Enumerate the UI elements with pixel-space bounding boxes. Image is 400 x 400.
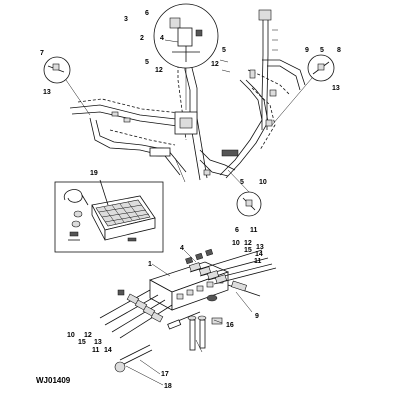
detail-circle-left <box>43 56 91 116</box>
callout-13-upper: 13 <box>256 244 264 251</box>
callout-11-upper: 11 <box>254 258 262 265</box>
callout-15-lower-left: 15 <box>78 339 86 346</box>
upper-plug-row <box>185 248 277 285</box>
callout-15-upper: 15 <box>244 247 252 254</box>
callout-18: 18 <box>164 383 172 390</box>
callout-9-right: 9 <box>305 47 309 54</box>
callout-13-left: 13 <box>43 89 51 96</box>
wiring-harness <box>69 9 306 183</box>
detail-circle-right <box>271 54 335 126</box>
connector-block-assembly <box>99 248 277 386</box>
callout-6-top: 6 <box>145 10 149 17</box>
callout-12-lower-left: 12 <box>84 332 92 339</box>
callout-10-lower-left: 10 <box>67 332 75 339</box>
callout-12-top-right: 12 <box>211 61 219 68</box>
callout-14-lower-left: 14 <box>104 347 112 354</box>
callout-19: 19 <box>90 170 98 177</box>
callout-3-top: 3 <box>124 16 128 23</box>
callout-13-lower-left: 13 <box>94 339 102 346</box>
callout-5-top-left: 5 <box>145 59 149 66</box>
callout-4-top: 4 <box>160 35 164 42</box>
callout-17: 17 <box>161 371 169 378</box>
callout-7: 7 <box>40 50 44 57</box>
callout-10-upper: 10 <box>232 240 240 247</box>
callout-1: 1 <box>148 261 152 268</box>
callout-4: 4 <box>180 245 184 252</box>
callout-10-lower: 10 <box>259 179 267 186</box>
detail-circle-lower-right <box>227 169 262 217</box>
callout-11-lower-left: 11 <box>92 347 100 354</box>
callout-12-top: 12 <box>155 67 163 74</box>
callout-2-top: 2 <box>140 35 144 42</box>
detail-circle-top <box>153 3 219 110</box>
callout-5-right: 5 <box>320 47 324 54</box>
callout-16: 16 <box>226 322 234 329</box>
callout-8: 8 <box>337 47 341 54</box>
callout-5-top-right: 5 <box>222 47 226 54</box>
connector-kit-box <box>54 179 164 253</box>
callout-9-lower: 9 <box>255 313 259 320</box>
callout-12-upper: 12 <box>244 240 252 247</box>
lower-plug-row <box>99 289 173 339</box>
callout-6-lower: 6 <box>235 227 239 234</box>
callout-14-upper: 14 <box>255 251 263 258</box>
figure-id: WJ01409 <box>36 376 71 385</box>
callout-5-lower: 5 <box>240 179 244 186</box>
callouts: 3 6 2 4 5 12 5 12 7 13 9 5 8 13 5 10 6 1… <box>40 10 341 390</box>
callout-13-right: 13 <box>332 85 340 92</box>
callout-11-lower: 11 <box>250 227 258 234</box>
